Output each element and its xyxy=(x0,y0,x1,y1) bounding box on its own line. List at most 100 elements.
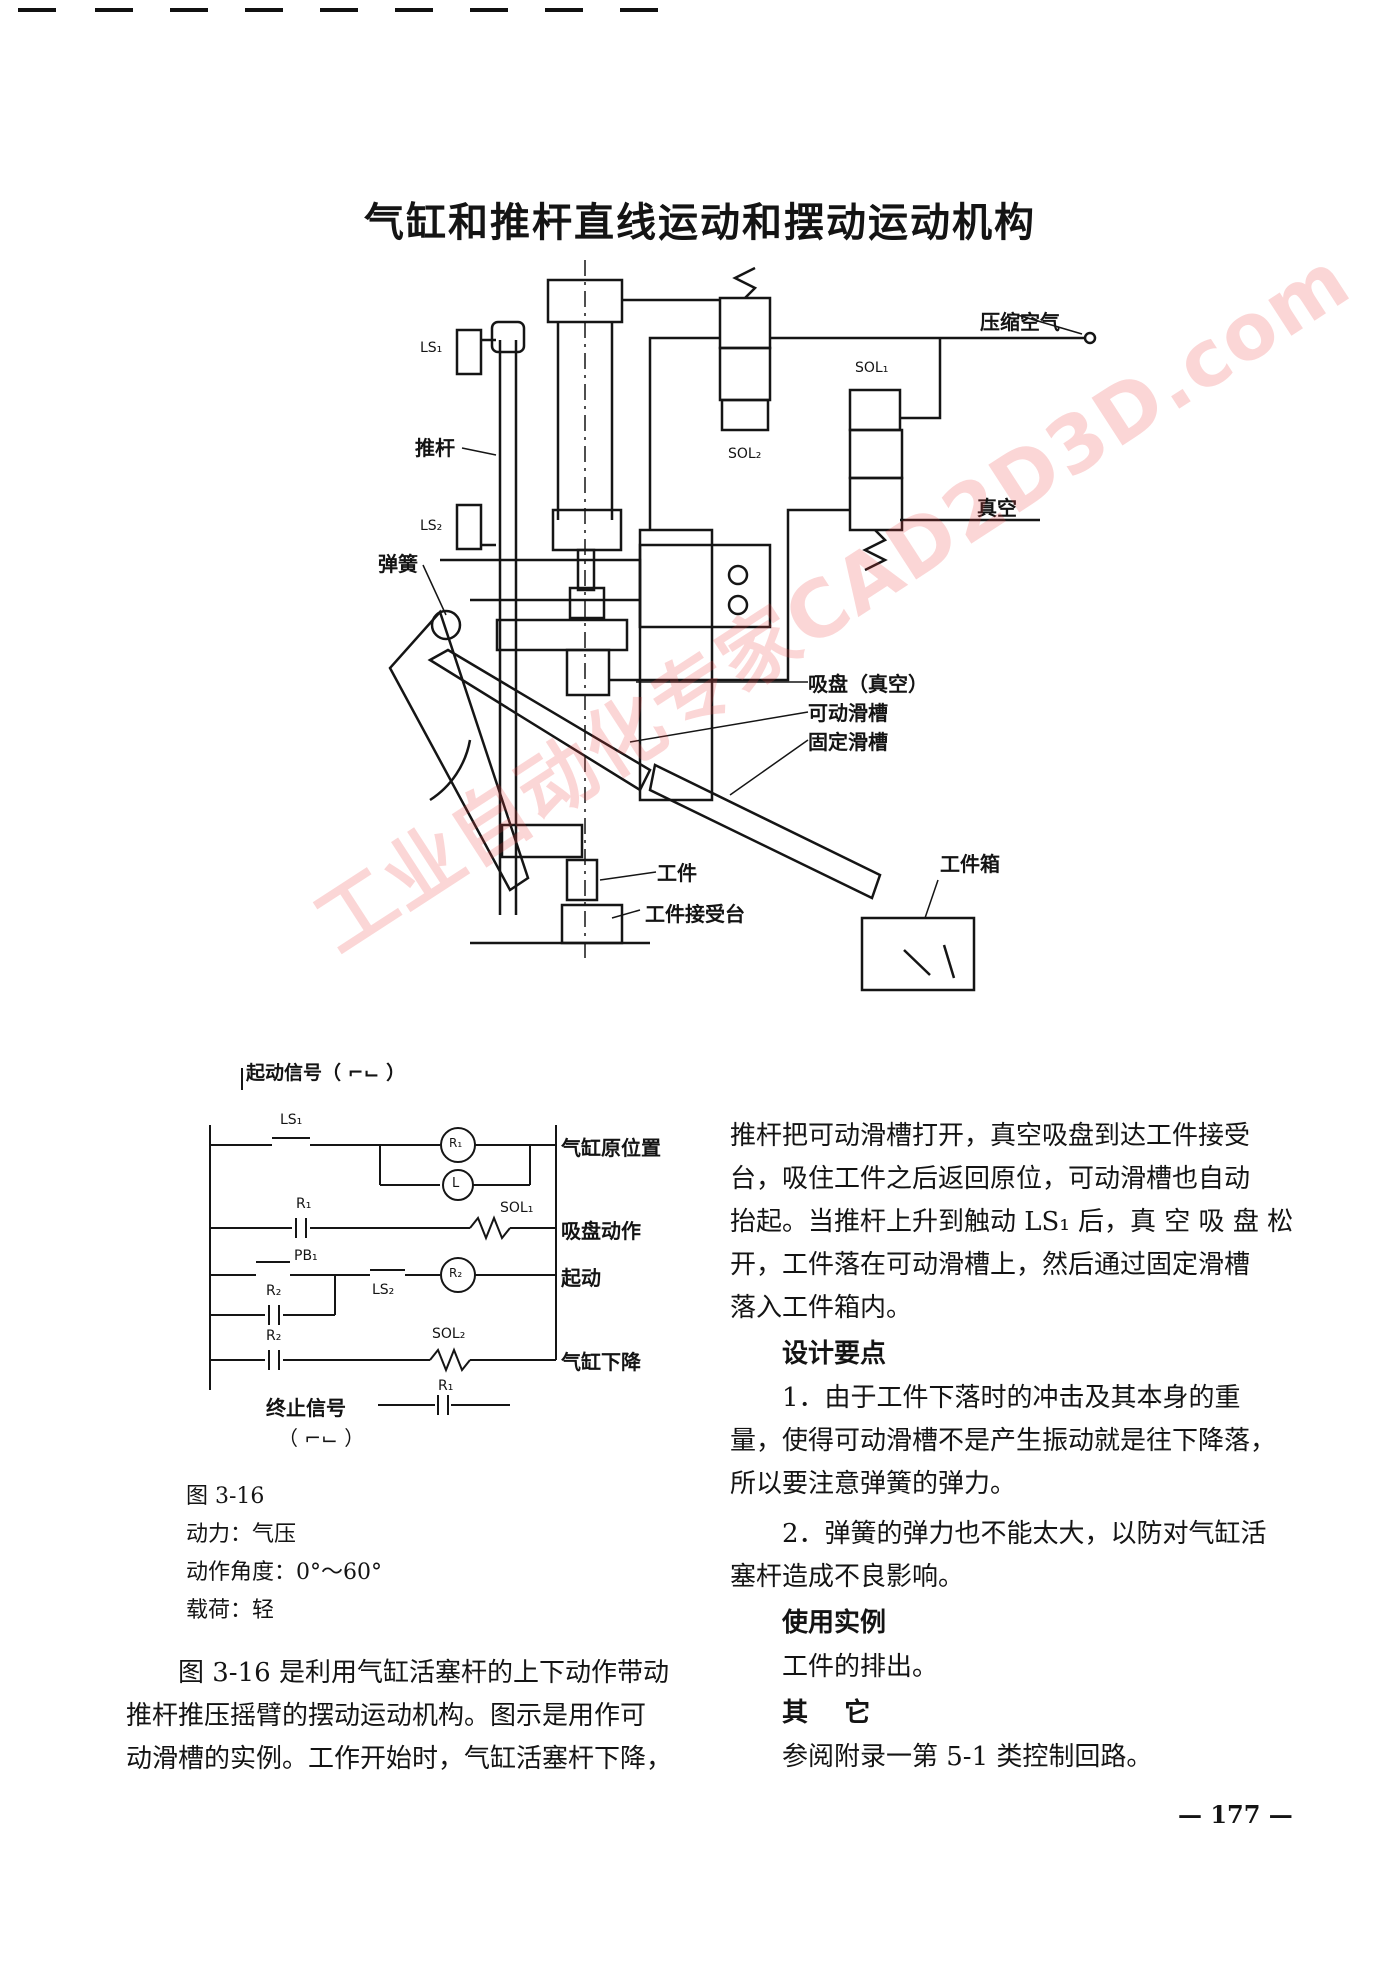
leader-line xyxy=(461,447,497,456)
right-text-line: 落入工件箱内。 xyxy=(730,1293,913,1323)
design-point-line: 2．弹簧的弹力也不能太大，以防对气缸活 xyxy=(782,1519,1267,1549)
sol2-coil-label: SOL₂ xyxy=(432,1326,466,1342)
fixed-chute-label: 固定滑槽 xyxy=(808,730,888,754)
usage-heading: 使用实例 xyxy=(782,1608,887,1638)
figure-number: 图 3-16 xyxy=(186,1484,265,1509)
page-number: — 177 — xyxy=(1178,1800,1293,1829)
leader-line xyxy=(629,711,809,743)
r2-coil-label: R₂ xyxy=(449,1266,463,1280)
right-text-line: 抬起。当推杆上升到触动 LS₁ 后，真 空 吸 盘 松 xyxy=(730,1207,1294,1237)
valve-spring xyxy=(862,529,888,572)
push-rod-head xyxy=(490,320,526,354)
rod-block xyxy=(495,618,629,652)
vacuum-label: 真空 xyxy=(977,496,1017,520)
valve-top-upper xyxy=(718,296,772,350)
workpiece-in-box xyxy=(942,944,956,979)
receiving-table-label: 工件接受台 xyxy=(645,902,745,926)
scan-mark xyxy=(170,8,208,12)
design-point-line: 量，使得可动滑槽不是产生振动就是往下降落， xyxy=(730,1426,1277,1456)
stop-signal-wave: （ ⌐⌙ ） xyxy=(278,1426,365,1450)
left-text-line: 图 3-16 是利用气缸活塞杆的上下动作带动 xyxy=(178,1658,669,1688)
air-line xyxy=(648,336,720,530)
valve-right-upper xyxy=(848,428,904,480)
fixed-chute xyxy=(648,763,882,900)
leader-line xyxy=(1013,313,1083,335)
other-heading: 其 它 xyxy=(782,1698,871,1728)
design-point-line: 1．由于工件下落时的冲击及其本身的重 xyxy=(782,1383,1241,1413)
workpiece-box xyxy=(860,916,976,992)
r1-coil-label: R₁ xyxy=(449,1136,463,1150)
push-rod-guide xyxy=(500,823,584,859)
air-line xyxy=(900,338,942,420)
design-point-line: 所以要注意弹簧的弹力。 xyxy=(730,1469,1017,1499)
scan-mark xyxy=(620,8,658,12)
movable-chute-label: 可动滑槽 xyxy=(808,701,888,725)
start-signal-label: 起动信号（ ⌐⌙ ） xyxy=(246,1062,406,1084)
scan-mark xyxy=(18,8,56,12)
rocker-arm xyxy=(388,609,530,892)
leader-line xyxy=(611,909,641,919)
spec-power: 动力：气压 xyxy=(186,1522,297,1547)
ls2-contact-label: LS₂ xyxy=(372,1282,395,1298)
ls2-switch xyxy=(455,503,483,551)
rod-clamp xyxy=(568,586,606,620)
piston-rod xyxy=(576,548,596,592)
ls1-switch xyxy=(455,328,483,376)
spring-label: 弹簧 xyxy=(378,552,418,576)
sol2-coil xyxy=(429,1347,471,1373)
spec-angle: 动作角度：0°～60° xyxy=(186,1560,382,1585)
pillar xyxy=(638,528,714,802)
usage-text: 工件的排出。 xyxy=(782,1652,939,1682)
ls2-label: LS₂ xyxy=(420,518,443,534)
output-home-label: 气缸原位置 xyxy=(561,1136,661,1160)
design-heading: 设计要点 xyxy=(782,1339,887,1369)
scan-mark xyxy=(545,8,583,12)
suction-cup-label: 吸盘（真空） xyxy=(808,672,928,696)
design-point-line: 塞杆造成不良影响。 xyxy=(730,1562,965,1592)
sol1-coil-label: SOL₁ xyxy=(500,1200,534,1216)
output-start-label: 起动 xyxy=(561,1266,601,1290)
sol2-solenoid xyxy=(720,398,770,432)
other-text: 参阅附录一第 5-1 类控制回路。 xyxy=(782,1742,1153,1772)
sol1-label: SOL₁ xyxy=(855,360,889,376)
leader-line xyxy=(729,739,809,796)
right-text-line: 台，吸住工件之后返回原位，可动滑槽也自动 xyxy=(730,1164,1251,1194)
compressed-air-label: 压缩空气 xyxy=(980,310,1060,334)
suction-cup xyxy=(565,648,611,697)
lamp-label: L xyxy=(452,1176,460,1191)
output-down-label: 气缸下降 xyxy=(561,1350,641,1374)
workpiece-box-label: 工件箱 xyxy=(940,852,1000,876)
valve-spring xyxy=(732,266,758,299)
leader-line xyxy=(599,871,657,881)
ls1-label: LS₁ xyxy=(420,340,443,356)
swing-arrow xyxy=(429,739,472,802)
right-text-line: 推杆把可动滑槽打开，真空吸盘到达工件接受 xyxy=(730,1121,1251,1151)
stop-signal-label: 终止信号 xyxy=(266,1396,346,1420)
ls1-contact-label: LS₁ xyxy=(280,1112,303,1128)
scan-mark xyxy=(95,8,133,12)
left-text-line: 推杆推压摇臂的摆动运动机构。图示是用作可 xyxy=(126,1701,647,1731)
receiving-table xyxy=(560,903,624,945)
bolt xyxy=(727,564,749,586)
valve-top-lower xyxy=(718,346,772,402)
page-title: 气缸和推杆直线运动和摆动运动机构 xyxy=(364,200,1036,246)
scan-mark xyxy=(470,8,508,12)
left-text-line: 动滑槽的实例。工作开始时，气缸活塞杆下降， xyxy=(126,1744,673,1774)
push-rod-label: 推杆 xyxy=(415,436,455,460)
leader-line xyxy=(422,564,447,616)
pb1-label: PB₁ xyxy=(294,1248,318,1264)
vacuum-line xyxy=(609,508,850,682)
pillar-bracket xyxy=(638,543,772,629)
output-suction-label: 吸盘动作 xyxy=(561,1219,641,1243)
r1-contact-label: R₁ xyxy=(296,1196,312,1212)
leader-line xyxy=(924,879,939,919)
scan-mark xyxy=(320,8,358,12)
pivot xyxy=(430,609,462,641)
scan-mark xyxy=(395,8,433,12)
air-inlet xyxy=(1083,331,1097,345)
right-text-line: 开，工件落在可动滑槽上，然后通过固定滑槽 xyxy=(730,1250,1251,1280)
r2-contact-a-label: R₂ xyxy=(266,1283,282,1299)
workpiece-in-box xyxy=(903,949,931,976)
workpiece-label: 工件 xyxy=(657,861,697,885)
